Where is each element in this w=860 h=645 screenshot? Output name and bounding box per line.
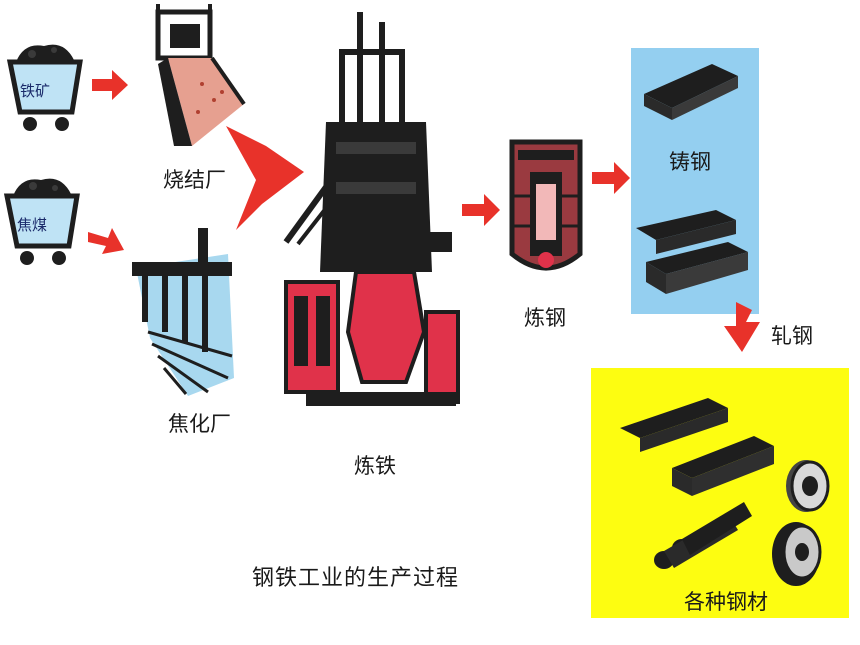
arrow-ore-to-sinter — [92, 70, 128, 100]
coking-plant-label: 焦化厂 — [168, 412, 231, 436]
coking-plant-icon — [132, 228, 234, 396]
steel-products-label: 各种钢材 — [684, 590, 768, 614]
arrow-rolling — [724, 302, 760, 352]
casting-label: 铸钢 — [669, 150, 711, 174]
blast-furnace-icon — [283, 12, 460, 406]
arrow-iron-to-steel — [462, 194, 500, 226]
arrow-coal-to-coking — [88, 228, 124, 254]
sinter-plant-icon — [155, 4, 246, 146]
coal-cart-icon — [3, 178, 80, 265]
steelmaking-label: 炼钢 — [524, 306, 566, 330]
ironmaking-label: 炼铁 — [354, 454, 396, 478]
rolling-label: 轧钢 — [771, 324, 813, 348]
arrow-merge-to-furnace — [226, 126, 304, 230]
ore-cart-icon — [6, 44, 83, 131]
converter-icon — [509, 139, 583, 271]
pipe-bundle-icon — [654, 502, 752, 569]
steel-coil-icon — [772, 460, 830, 586]
steel-slab-icon — [644, 64, 738, 120]
steel-products-icon — [620, 398, 830, 586]
sinter-plant-label: 烧结厂 — [163, 168, 226, 192]
steel-billets-icon — [636, 210, 748, 294]
coke-coal-label: 焦煤 — [17, 216, 48, 234]
diagram-caption: 钢铁工业的生产过程 — [252, 566, 460, 591]
arrow-steel-to-casting — [592, 162, 630, 194]
iron-ore-label: 铁矿 — [20, 82, 51, 100]
